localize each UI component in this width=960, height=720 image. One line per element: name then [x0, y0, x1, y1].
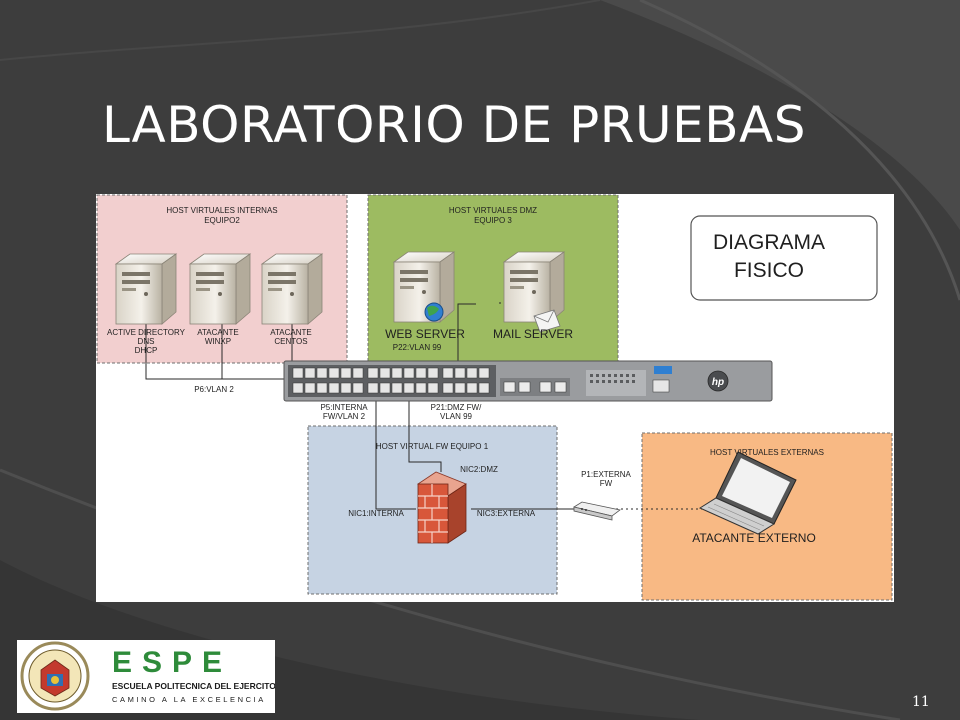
link-p5-label-1: P5:INTERNA [320, 403, 368, 412]
link-p1-label-2: FW [600, 479, 613, 488]
router-icon [572, 501, 621, 521]
zone-dmz-title-2: EQUIPO 3 [474, 216, 512, 225]
zone-internal-title-2: EQUIPO2 [204, 216, 240, 225]
diagram-title-box [690, 215, 878, 301]
server-winxp-label-1: ATACANTE [197, 328, 238, 337]
mail-envelope-icon [533, 309, 561, 333]
espe-logo-name: ESPE [112, 646, 232, 679]
laptop-icon [698, 451, 797, 535]
link-p21-label-1: P21:DMZ FW/ [431, 403, 482, 412]
link-p5-label-2: FW/VLAN 2 [323, 412, 366, 421]
globe-icon [424, 302, 444, 322]
server-ad-label-3: DHCP [135, 346, 158, 355]
espe-logo-subtitle: ESCUELA POLITECNICA DEL EJERCITO [112, 681, 275, 691]
server-winxp-icon [189, 253, 251, 325]
link-p21-label-2: VLAN 99 [440, 412, 473, 421]
zone-dmz-title-1: HOST VIRTUALES DMZ [449, 206, 537, 215]
network-switch: hp [283, 360, 773, 402]
link-p1-label-1: P1:EXTERNA [581, 470, 631, 479]
mail-server-icon [503, 251, 565, 323]
server-ad-icon [115, 253, 177, 325]
hp-logo-icon [707, 370, 729, 392]
web-server-label: WEB SERVER [385, 327, 465, 341]
network-diagram: HOST VIRTUALES INTERNAS EQUIPO2 HOST VIR… [96, 194, 894, 602]
nic2-label: NIC2:DMZ [460, 465, 498, 474]
hp-logo-text: hp [712, 377, 724, 388]
server-centos-label-1: ATACANTE [270, 328, 311, 337]
mail-server-label: MAIL SERVER [493, 327, 573, 341]
connection-lines [145, 302, 578, 510]
diagram-title-line-1: DIAGRAMA [713, 231, 825, 254]
zone-firewall-title: HOST VIRTUAL FW EQUIPO 1 [376, 442, 489, 451]
nic1-label: NIC1:INTERNA [348, 509, 404, 518]
slide-title: LABORATORIO DE PRUEBAS [102, 96, 806, 154]
web-server-port-label: P22:VLAN 99 [393, 343, 442, 352]
espe-logo: ESPE ESCUELA POLITECNICA DEL EJERCITO CA… [17, 640, 275, 713]
web-server-icon [393, 251, 455, 323]
server-centos-icon [261, 253, 323, 325]
link-p6-label: P6:VLAN 2 [194, 385, 234, 394]
server-winxp-label-2: WINXP [205, 337, 231, 346]
zone-external-title: HOST VIRTUALES EXTERNAS [710, 448, 824, 457]
server-ad-label-2: DNS [138, 337, 155, 346]
espe-logo-tagline: CAMINO A LA EXCELENCIA [112, 695, 266, 704]
zone-internal-title-1: HOST VIRTUALES INTERNAS [166, 206, 277, 215]
firewall-icon [417, 471, 467, 544]
server-centos-label-2: CENTOS [274, 337, 307, 346]
page-number: 11 [912, 694, 930, 710]
server-ad-label-1: ACTIVE DIRECTORY [107, 328, 186, 337]
zone-dmz [367, 194, 619, 364]
nic3-label: NIC3:EXTERNA [477, 509, 536, 518]
diagram-title-line-2: FISICO [734, 259, 804, 282]
external-host-label: ATACANTE EXTERNO [692, 531, 816, 545]
espe-seal-icon [20, 641, 90, 711]
